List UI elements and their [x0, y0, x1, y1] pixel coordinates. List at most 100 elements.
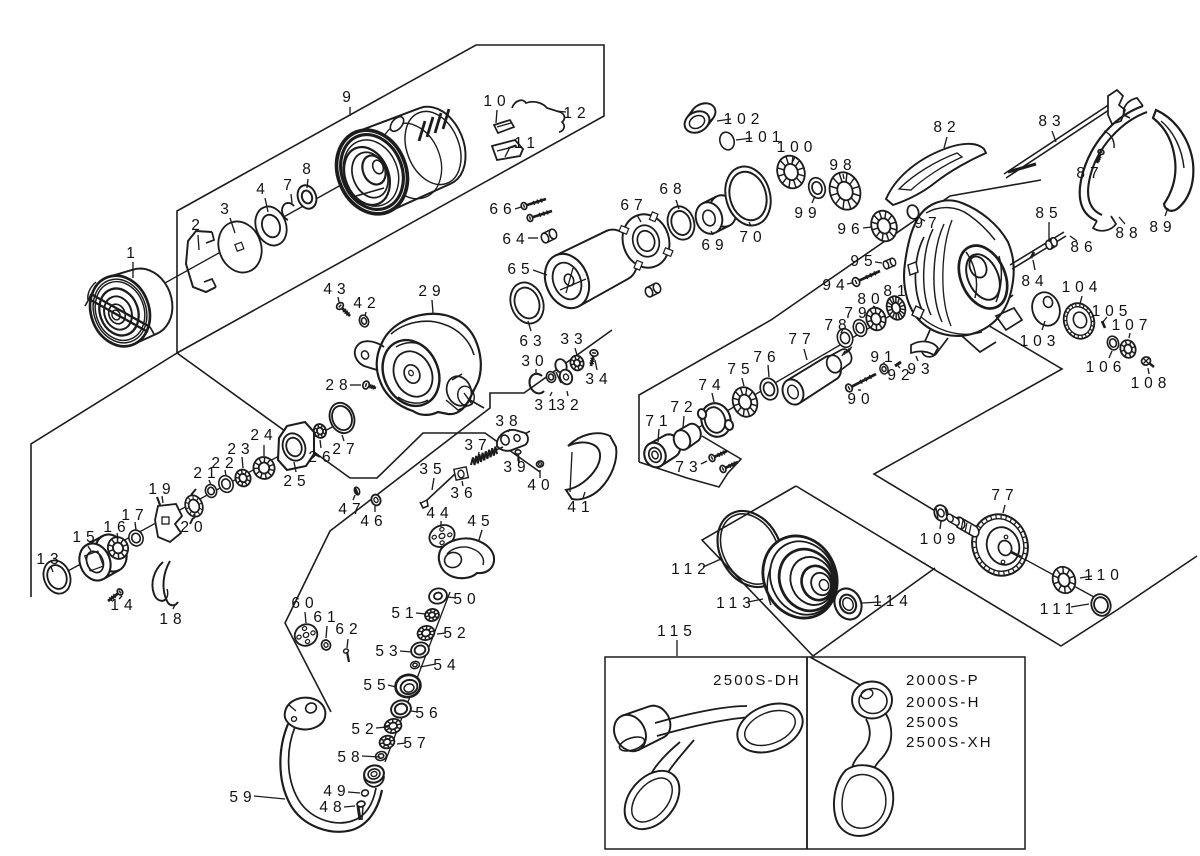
svg-text:42: 42: [353, 295, 380, 312]
svg-text:27: 27: [332, 441, 359, 458]
svg-text:85: 85: [1035, 205, 1062, 222]
svg-text:2000S-H: 2000S-H: [906, 694, 981, 711]
svg-text:73: 73: [675, 459, 702, 476]
svg-text:28: 28: [325, 377, 352, 394]
svg-text:4: 4: [256, 181, 270, 198]
svg-text:66: 66: [489, 201, 516, 218]
svg-text:25: 25: [283, 473, 310, 490]
svg-text:107: 107: [1112, 317, 1153, 334]
svg-text:81: 81: [883, 283, 910, 300]
svg-text:2500S-DH: 2500S-DH: [713, 672, 801, 689]
svg-text:101: 101: [745, 129, 786, 146]
svg-text:86: 86: [1070, 239, 1097, 256]
svg-text:61: 61: [313, 609, 340, 626]
svg-text:87: 87: [1076, 165, 1103, 182]
svg-text:65: 65: [507, 261, 534, 278]
svg-text:11: 11: [514, 135, 540, 152]
svg-text:10: 10: [483, 93, 510, 110]
svg-text:2500S: 2500S: [906, 714, 960, 731]
svg-text:49: 49: [323, 783, 350, 800]
svg-text:94: 94: [822, 277, 849, 294]
svg-text:32: 32: [556, 397, 583, 414]
svg-text:52: 52: [443, 625, 470, 642]
svg-text:9: 9: [342, 89, 356, 106]
svg-text:78: 78: [824, 317, 851, 334]
svg-text:100: 100: [777, 139, 818, 156]
svg-text:92: 92: [887, 367, 914, 384]
svg-text:67: 67: [620, 197, 647, 214]
svg-text:24: 24: [250, 427, 277, 444]
svg-text:113: 113: [716, 595, 756, 612]
svg-text:114: 114: [873, 593, 913, 610]
svg-text:102: 102: [724, 111, 765, 128]
svg-text:70: 70: [739, 229, 766, 246]
svg-text:2: 2: [191, 217, 205, 234]
svg-text:56: 56: [415, 705, 442, 722]
svg-text:115: 115: [657, 623, 697, 640]
svg-text:79: 79: [844, 305, 871, 322]
svg-text:75: 75: [727, 361, 754, 378]
svg-text:8: 8: [302, 161, 316, 178]
svg-text:72: 72: [670, 399, 697, 416]
svg-text:95: 95: [850, 253, 877, 270]
svg-text:99: 99: [794, 205, 821, 222]
svg-text:45: 45: [467, 513, 494, 530]
svg-text:43: 43: [323, 281, 350, 298]
svg-text:82: 82: [933, 119, 960, 136]
svg-text:96: 96: [837, 221, 864, 238]
svg-text:63: 63: [519, 333, 546, 350]
svg-text:112: 112: [671, 561, 711, 578]
svg-text:26: 26: [308, 449, 335, 466]
svg-text:105: 105: [1092, 303, 1133, 320]
svg-text:22: 22: [211, 455, 238, 472]
svg-text:46: 46: [360, 513, 387, 530]
svg-text:37: 37: [464, 437, 491, 454]
svg-text:59: 59: [229, 789, 256, 806]
svg-text:88: 88: [1115, 225, 1142, 242]
svg-text:36: 36: [450, 485, 477, 502]
svg-text:2500S-XH: 2500S-XH: [906, 734, 993, 751]
svg-text:84: 84: [1021, 273, 1048, 290]
svg-text:69: 69: [701, 237, 728, 254]
svg-text:74: 74: [698, 377, 725, 394]
svg-text:109: 109: [920, 531, 961, 548]
svg-text:103: 103: [1020, 333, 1061, 350]
svg-text:57: 57: [403, 735, 430, 752]
svg-text:7: 7: [283, 177, 297, 194]
svg-text:15: 15: [72, 529, 99, 546]
svg-text:54: 54: [433, 657, 460, 674]
svg-text:77: 77: [788, 331, 815, 348]
svg-text:77: 77: [991, 487, 1018, 504]
svg-text:83: 83: [1038, 113, 1065, 130]
svg-text:104: 104: [1062, 279, 1103, 296]
svg-text:111: 111: [1040, 601, 1079, 618]
svg-text:29: 29: [418, 283, 445, 300]
svg-text:13: 13: [36, 551, 63, 568]
svg-text:98: 98: [829, 157, 856, 174]
svg-text:14: 14: [110, 597, 137, 614]
svg-text:93: 93: [907, 361, 934, 378]
svg-text:21: 21: [193, 465, 220, 482]
svg-text:110: 110: [1084, 567, 1124, 584]
svg-text:12: 12: [563, 105, 590, 122]
svg-text:39: 39: [503, 459, 530, 476]
svg-text:60: 60: [291, 595, 318, 612]
svg-text:17: 17: [121, 507, 148, 524]
svg-text:40: 40: [527, 477, 554, 494]
svg-text:48: 48: [319, 799, 346, 816]
svg-text:91: 91: [870, 349, 897, 366]
svg-text:19: 19: [148, 481, 175, 498]
svg-text:38: 38: [495, 413, 522, 430]
svg-text:50: 50: [453, 591, 480, 608]
svg-text:71: 71: [645, 413, 672, 430]
svg-text:97: 97: [914, 215, 941, 232]
svg-text:68: 68: [659, 181, 686, 198]
svg-text:90: 90: [847, 391, 874, 408]
svg-text:55: 55: [363, 677, 390, 694]
svg-text:23: 23: [227, 441, 254, 458]
svg-text:51: 51: [391, 605, 418, 622]
svg-text:62: 62: [335, 621, 362, 638]
svg-text:41: 41: [567, 499, 594, 516]
svg-text:80: 80: [857, 291, 884, 308]
svg-text:33: 33: [560, 331, 587, 348]
